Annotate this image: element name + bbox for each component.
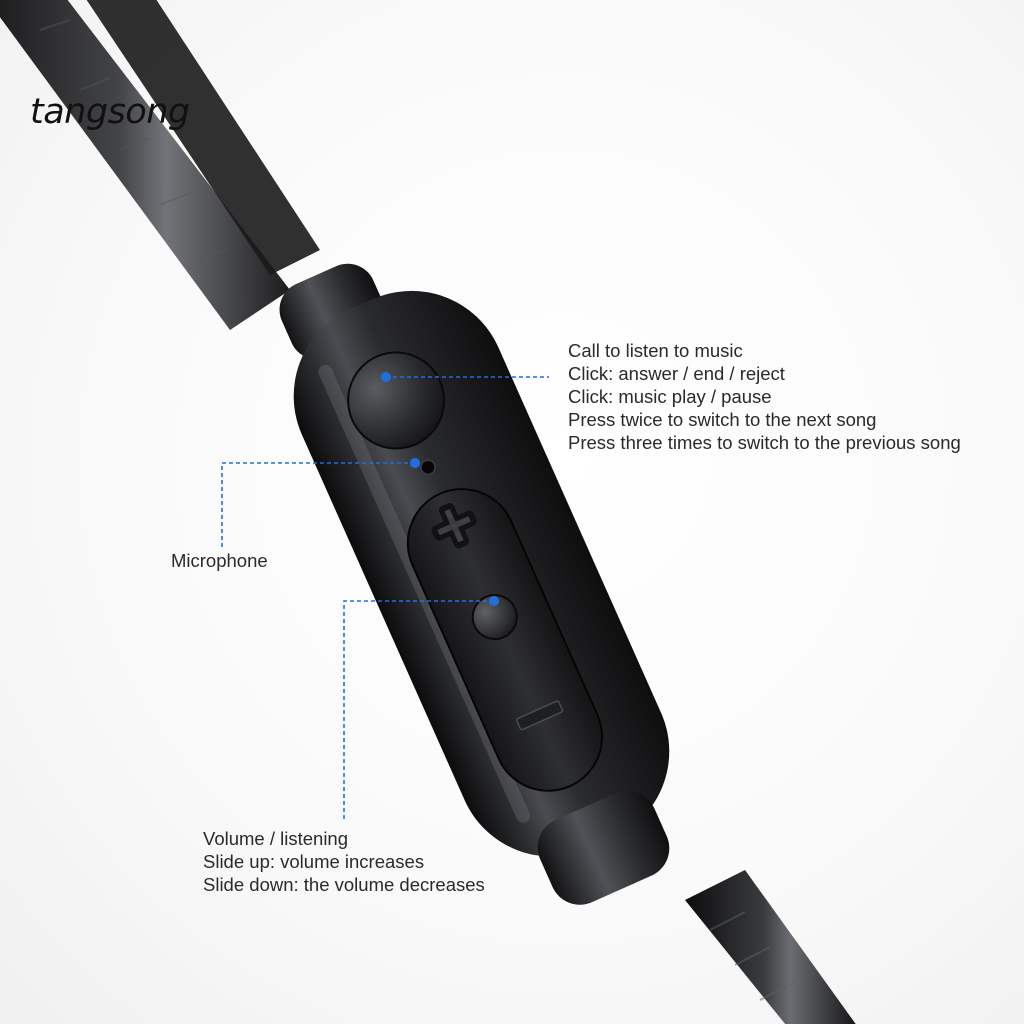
callout-line: Press three times to switch to the previ… bbox=[568, 432, 961, 453]
microphone-leader-line bbox=[221, 462, 415, 548]
upper-cable bbox=[0, 0, 320, 330]
leader-lines bbox=[221, 376, 549, 820]
volume-knob[interactable] bbox=[466, 588, 524, 646]
leader-dots bbox=[381, 372, 499, 606]
microphone-hole bbox=[420, 459, 436, 475]
call-button-callout: Call to listen to music Click: answer / … bbox=[568, 339, 961, 454]
callout-line: Call to listen to music bbox=[568, 340, 743, 361]
callout-line: Press twice to switch to the next song bbox=[568, 409, 877, 430]
volume-leader-line bbox=[343, 600, 494, 820]
brand-watermark: tangsong bbox=[30, 92, 190, 132]
microphone-callout: Microphone bbox=[171, 549, 268, 572]
volume-callout: Volume / listening Slide up: volume incr… bbox=[203, 827, 485, 896]
callout-line: Volume / listening bbox=[203, 828, 349, 849]
minus-icon bbox=[516, 700, 564, 731]
lower-cable bbox=[685, 870, 856, 1024]
remote-body bbox=[279, 263, 670, 905]
callout-line: Click: music play / pause bbox=[568, 386, 772, 407]
callout-line: Slide up: volume increases bbox=[203, 851, 425, 872]
callout-line: Slide down: the volume decreases bbox=[203, 874, 485, 895]
call-button[interactable] bbox=[333, 337, 460, 464]
microphone-label: Microphone bbox=[171, 550, 268, 571]
callout-line: Click: answer / end / reject bbox=[568, 363, 785, 384]
